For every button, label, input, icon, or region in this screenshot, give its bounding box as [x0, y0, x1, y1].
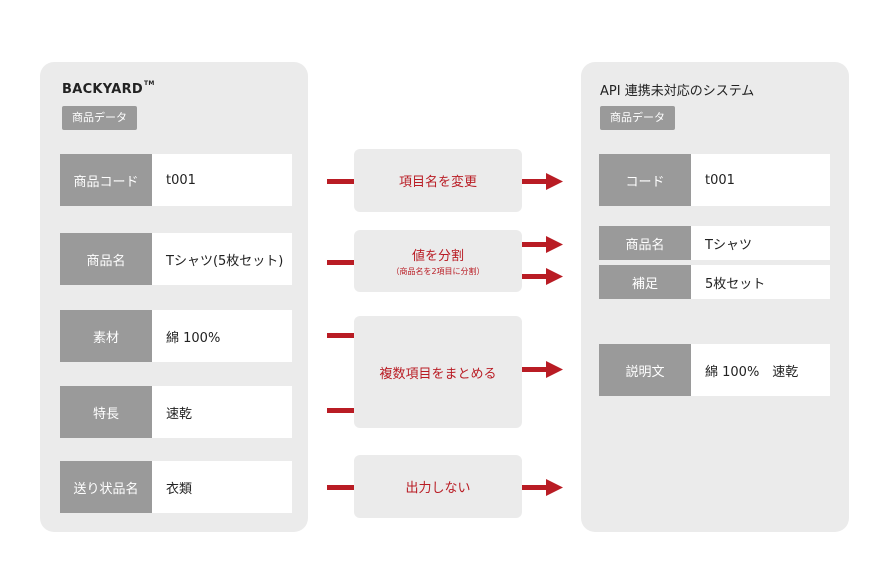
row-value: 速乾: [152, 386, 292, 438]
row-value: t001: [691, 154, 830, 206]
row-value: 衣類: [152, 461, 292, 513]
action-rename: 項目名を変更: [354, 149, 522, 212]
action-no-output: 出力しない: [354, 455, 522, 518]
left-row-material: 素材 綿 100%: [60, 310, 292, 362]
row-value: Tシャツ: [691, 226, 830, 260]
brand-name: BACKYARD: [62, 82, 144, 97]
row-label: 素材: [60, 310, 152, 362]
right-row-description: 説明文 綿 100% 速乾: [599, 344, 830, 396]
arrowhead-split-2: [546, 268, 563, 285]
row-value: 綿 100%: [152, 310, 292, 362]
row-value: t001: [152, 154, 292, 206]
action-label: 出力しない: [405, 481, 471, 496]
connector-out-no-output: [522, 485, 548, 490]
backyard-logo: BACKYARDTM: [62, 80, 155, 97]
left-row-product-name: 商品名 Tシャツ(5枚セット): [60, 233, 292, 285]
connector-out-rename: [522, 179, 548, 184]
action-label: 値を分割: [411, 249, 464, 264]
connector-in-no-output: [327, 485, 354, 490]
right-data-tag: 商品データ: [600, 106, 675, 130]
action-sublabel: （商品名を2項目に分割）: [391, 267, 485, 276]
row-label: 送り状品名: [60, 461, 152, 513]
connector-out-merge: [522, 367, 548, 372]
connector-in-rename: [327, 179, 354, 184]
row-value: 綿 100% 速乾: [691, 344, 830, 396]
connector-out-split-2: [522, 274, 548, 279]
external-system-title: API 連携未対応のシステム: [600, 84, 755, 99]
connector-in-merge-2: [327, 408, 354, 413]
arrowhead-merge: [546, 361, 563, 378]
left-row-product-code: 商品コード t001: [60, 154, 292, 206]
right-row-product-name: 商品名 Tシャツ: [599, 226, 830, 260]
left-row-shipping-name: 送り状品名 衣類: [60, 461, 292, 513]
left-row-feature: 特長 速乾: [60, 386, 292, 438]
arrowhead-split-1: [546, 236, 563, 253]
arrowhead-rename: [546, 173, 563, 190]
row-label: 説明文: [599, 344, 691, 396]
row-label: コード: [599, 154, 691, 206]
connector-in-merge-1: [327, 333, 354, 338]
action-split: 値を分割 （商品名を2項目に分割）: [354, 230, 522, 292]
connector-out-split-1: [522, 242, 548, 247]
right-row-code: コード t001: [599, 154, 830, 206]
left-data-tag: 商品データ: [62, 106, 137, 130]
row-value: 5枚セット: [691, 265, 830, 299]
row-value: Tシャツ(5枚セット): [152, 233, 292, 285]
row-label: 商品名: [599, 226, 691, 260]
row-label: 補足: [599, 265, 691, 299]
row-label: 商品コード: [60, 154, 152, 206]
trademark-mark: TM: [144, 80, 155, 87]
backyard-panel: [40, 62, 308, 532]
row-label: 特長: [60, 386, 152, 438]
action-label: 項目名を変更: [398, 175, 477, 190]
right-row-supplement: 補足 5枚セット: [599, 265, 830, 299]
connector-in-split: [327, 260, 354, 265]
row-label: 商品名: [60, 233, 152, 285]
action-label: 複数項目をまとめる: [379, 366, 497, 382]
action-merge: 複数項目をまとめる: [354, 316, 522, 428]
arrowhead-no-output: [546, 479, 563, 496]
